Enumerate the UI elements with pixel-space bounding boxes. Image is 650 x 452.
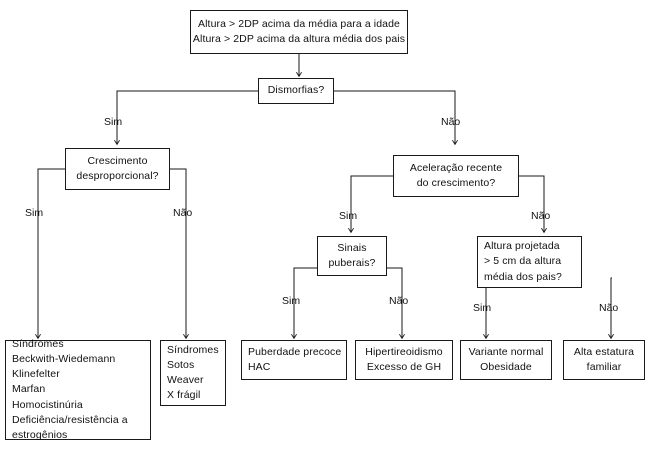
- node-crescimento-line2: desproporcional?: [76, 170, 159, 182]
- leaf-a-line7: estrogênios: [12, 429, 68, 442]
- edge-label-dismorfias-sim: Sim: [104, 116, 123, 128]
- node-projetada-line1: Altura projetada: [484, 240, 560, 253]
- leaf-hiper-line1: Hipertireoidismo: [365, 345, 443, 358]
- node-root-line1: Altura > 2DP acima da média para a idade: [198, 17, 400, 30]
- edge-aceleracao-sim: [348, 175, 393, 234]
- node-altura-projetada: Altura projetada > 5 cm da altura média …: [477, 236, 582, 288]
- edge-label-crescimento-sim: Sim: [25, 207, 44, 219]
- node-projetada-line2: > 5 cm da altura: [484, 255, 562, 268]
- leaf-puberdade-line2: HAC: [248, 361, 271, 373]
- node-leaf-hipertireoidismo: Hipertireoidismo Excesso de GH: [355, 340, 453, 380]
- node-leaf-alta-estatura-familiar: Alta estatura familiar: [563, 340, 645, 380]
- node-aceleracao-line1: Aceleração recente: [409, 161, 503, 174]
- leaf-a-line1: Síndromes: [12, 337, 64, 350]
- edge-label-projetada-sim: Sim: [473, 302, 492, 314]
- leaf-hiper-line2: Excesso de GH: [366, 361, 442, 373]
- leaf-b-line3: Weaver: [167, 374, 204, 386]
- leaf-variante-line1: Variante normal: [468, 345, 544, 358]
- node-sinais-line1: Sinais: [337, 241, 367, 254]
- edge-crescimento-sim: [35, 168, 65, 340]
- edge-label-crescimento-nao: Não: [173, 207, 193, 219]
- leaf-a-line2: Beckwith-Wiedemann: [12, 352, 116, 365]
- node-aceleracao-line2: do crescimento?: [416, 177, 496, 189]
- node-dismorfias: Dismorfias?: [258, 78, 334, 104]
- edge-label-sinais-nao: Não: [389, 295, 409, 307]
- leaf-a-line3: Klinefelter: [12, 368, 60, 381]
- node-leaf-sindromes-dismorficas: Síndromes Beckwith-Wiedemann Klinefelter…: [5, 337, 151, 442]
- leaf-a-line6: Deficiência/resistência a: [12, 413, 128, 426]
- node-root-line2: Altura > 2DP acima da altura média dos p…: [192, 33, 406, 45]
- node-leaf-variante-normal: Variante normal Obesidade: [460, 340, 552, 380]
- edge-dismorfias-sim: [114, 90, 258, 146]
- node-projetada-line3: média dos pais?: [484, 270, 562, 283]
- leaf-alta-line2: familiar: [586, 361, 622, 373]
- node-dismorfias-line1: Dismorfias?: [267, 84, 325, 97]
- edge-aceleracao-nao: [519, 175, 547, 234]
- node-leaf-sindromes-proporcionais: Síndromes Sotos Weaver X frágil: [160, 340, 226, 406]
- leaf-alta-line1: Alta estatura: [573, 345, 635, 358]
- leaf-variante-line2: Obesidade: [480, 361, 532, 373]
- node-leaf-puberdade-precoce: Puberdade precoce HAC: [241, 340, 347, 380]
- edge-label-sinais-sim: Sim: [282, 295, 301, 307]
- leaf-b-line1: Síndromes: [167, 343, 219, 356]
- node-aceleracao-recente: Aceleração recente do crescimento?: [393, 155, 519, 197]
- leaf-b-line4: X frágil: [167, 389, 201, 402]
- leaf-b-line2: Sotos: [167, 358, 195, 371]
- edge-label-projetada-nao: Não: [599, 302, 619, 314]
- node-sinais-line2: puberais?: [328, 257, 376, 269]
- node-root: Altura > 2DP acima da média para a idade…: [190, 10, 408, 54]
- node-crescimento-line1: Crescimento: [87, 154, 148, 167]
- node-crescimento-desproporcional: Crescimento desproporcional?: [65, 148, 170, 190]
- leaf-a-line4: Marfan: [12, 383, 46, 396]
- leaf-puberdade-line1: Puberdade precoce: [248, 345, 342, 358]
- leaf-a-line5: Homocistinúria: [12, 398, 83, 411]
- edge-crescimento-nao: [170, 168, 189, 340]
- edge-label-dismorfias-nao: Não: [441, 116, 461, 128]
- edge-label-aceleracao-nao: Não: [531, 210, 551, 222]
- edge-dismorfias-nao: [334, 90, 458, 146]
- node-sinais-puberais: Sinais puberais?: [317, 236, 387, 276]
- edge-label-aceleracao-sim: Sim: [339, 210, 358, 222]
